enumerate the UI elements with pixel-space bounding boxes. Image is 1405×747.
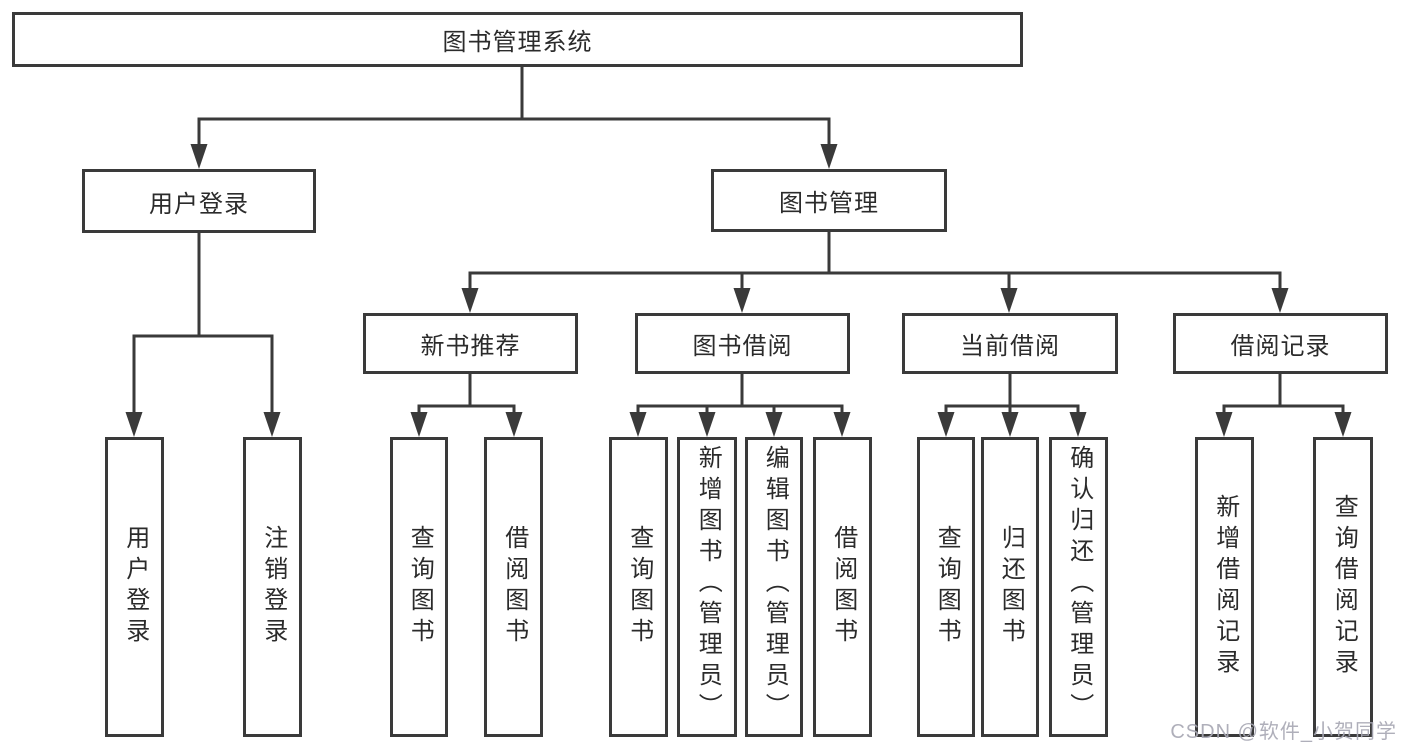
node-current-borrow-label: 当前借阅 <box>960 333 1060 360</box>
node-root-system-label: 图书管理系统 <box>442 29 593 56</box>
leaf-confirm-return-admin-label: 确认归还（管理员） <box>1065 445 1093 724</box>
leaf-user-login-label: 用户登录 <box>121 525 149 649</box>
leaf-add-books-admin: 新增图书（管理员） <box>677 437 737 737</box>
leaf-user-login: 用户登录 <box>105 437 164 737</box>
leaf-borrow-books-1-label: 借阅图书 <box>500 525 528 649</box>
leaf-query-books-3: 查询图书 <box>917 437 975 737</box>
leaf-query-books-2: 查询图书 <box>609 437 668 737</box>
connector-book-borrow-to-leaves <box>629 374 851 437</box>
leaf-borrow-books-2: 借阅图书 <box>813 437 872 737</box>
leaf-logout-label: 注销登录 <box>259 525 287 649</box>
leaf-logout: 注销登录 <box>243 437 302 737</box>
leaf-add-borrow-record-label: 新增借阅记录 <box>1211 494 1239 680</box>
leaf-query-borrow-record-label: 查询借阅记录 <box>1330 494 1358 680</box>
leaf-borrow-books-1: 借阅图书 <box>484 437 543 737</box>
node-borrow-records-label: 借阅记录 <box>1230 333 1331 360</box>
node-user-login: 用户登录 <box>82 169 316 233</box>
connector-current-borrow-to-leaves <box>937 374 1087 437</box>
leaf-query-books-3-label: 查询图书 <box>933 525 961 649</box>
connector-book-management-to-level3 <box>461 232 1289 313</box>
node-book-management-label: 图书管理 <box>779 190 879 217</box>
leaf-query-borrow-record: 查询借阅记录 <box>1313 437 1373 737</box>
leaf-add-books-admin-label: 新增图书（管理员） <box>694 445 722 724</box>
leaf-edit-books-admin: 编辑图书（管理员） <box>745 437 803 737</box>
node-borrow-records: 借阅记录 <box>1173 313 1388 374</box>
leaf-edit-books-admin-label: 编辑图书（管理员） <box>761 445 789 724</box>
node-new-book-recommend: 新书推荐 <box>363 313 578 374</box>
connector-borrow-records-to-leaves <box>1215 374 1352 437</box>
leaf-return-books: 归还图书 <box>981 437 1039 737</box>
connector-user-login-to-leaves <box>125 233 281 437</box>
node-new-book-recommend-label: 新书推荐 <box>420 333 521 360</box>
node-user-login-label: 用户登录 <box>149 190 249 218</box>
leaf-query-books-1: 查询图书 <box>390 437 448 737</box>
leaf-query-books-2-label: 查询图书 <box>625 525 653 649</box>
leaf-confirm-return-admin: 确认归还（管理员） <box>1049 437 1108 737</box>
node-book-management: 图书管理 <box>711 169 947 232</box>
node-current-borrow: 当前借阅 <box>902 313 1118 374</box>
leaf-add-borrow-record: 新增借阅记录 <box>1195 437 1254 737</box>
leaf-borrow-books-2-label: 借阅图书 <box>829 525 857 649</box>
node-book-borrow: 图书借阅 <box>635 313 850 374</box>
leaf-return-books-label: 归还图书 <box>997 525 1025 649</box>
leaf-query-books-1-label: 查询图书 <box>406 525 434 649</box>
node-book-borrow-label: 图书借阅 <box>692 333 793 360</box>
connector-new-book-recommend-to-leaves <box>410 374 523 437</box>
node-root-system: 图书管理系统 <box>12 12 1023 67</box>
connector-root-to-level2 <box>190 67 838 169</box>
watermark-text: CSDN @软件_小贺同学 <box>1170 721 1397 743</box>
